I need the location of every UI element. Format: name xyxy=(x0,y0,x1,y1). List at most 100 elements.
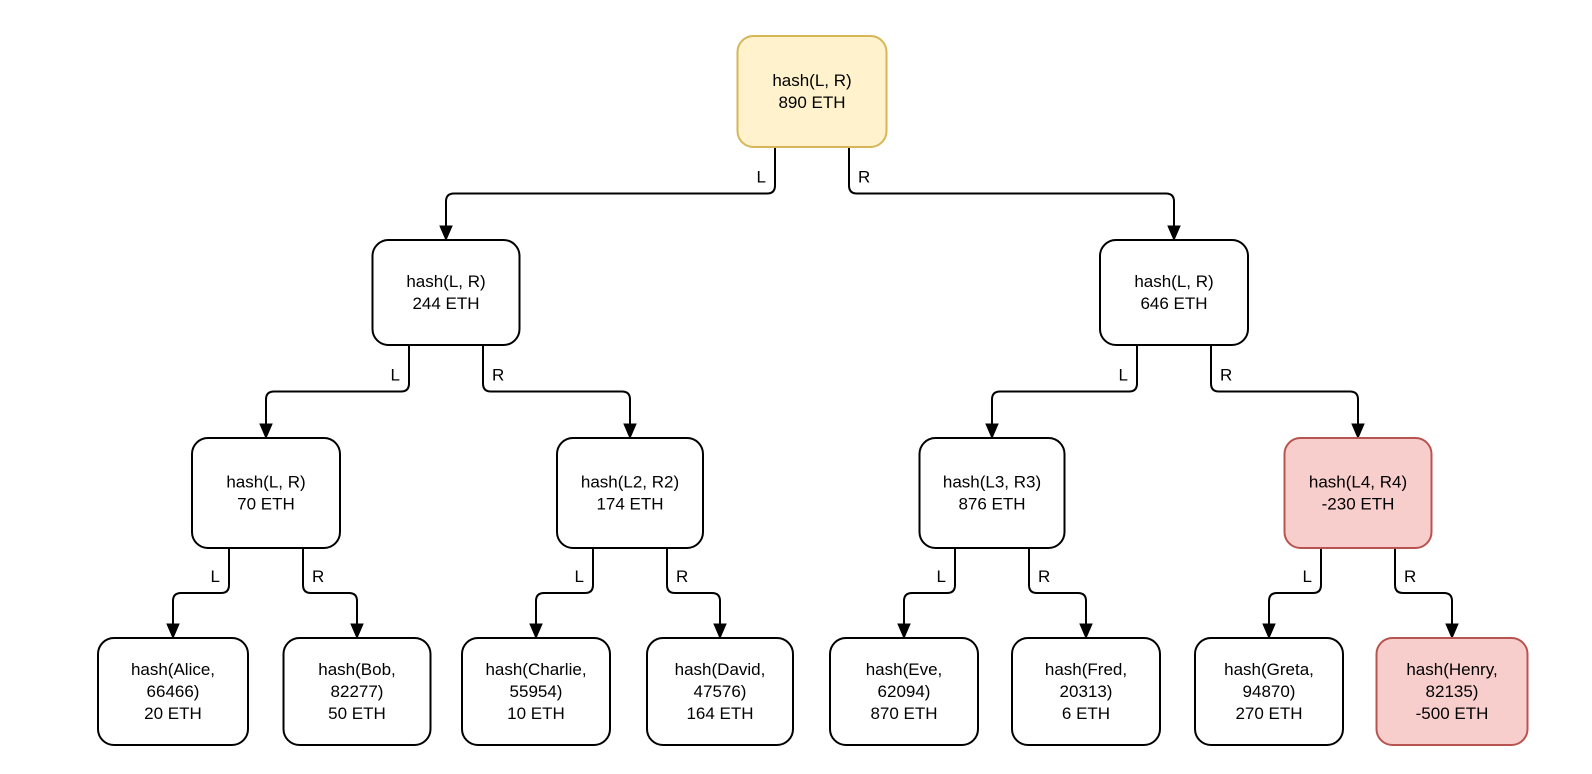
edge-arrow-icon xyxy=(1079,623,1093,640)
edge-label: R xyxy=(492,366,504,385)
tree-edge: L xyxy=(985,345,1138,440)
edge-connector xyxy=(265,345,410,424)
node-label-line: 890 ETH xyxy=(778,93,845,112)
node-label-line: -500 ETH xyxy=(1416,704,1489,723)
node-label-line: 50 ETH xyxy=(328,704,386,723)
edge-label: L xyxy=(575,567,584,586)
tree-node-leaf-fred: hash(Fred, 20313) 6 ETH xyxy=(1011,637,1161,746)
node-label-line: 47576) xyxy=(694,682,747,701)
tree-node-leaf-charlie: hash(Charlie,55954)10 ETH xyxy=(461,637,611,746)
tree-node-leaf-alice: hash(Alice, 66466) 20 ETH xyxy=(97,637,249,746)
node-box xyxy=(1194,637,1344,746)
node-box xyxy=(282,637,432,746)
node-label-line: 646 ETH xyxy=(1140,294,1207,313)
tree-edge: L xyxy=(529,548,594,640)
tree-node-n-rl: hash(L3, R3)876 ETH xyxy=(918,437,1066,549)
node-label-line: hash(Greta, xyxy=(1224,660,1314,679)
edge-label: L xyxy=(391,366,400,385)
tree-node-n-r: hash(L, R) 646 ETH xyxy=(1099,239,1249,346)
node-label-line: 82277) xyxy=(331,682,384,701)
node-box xyxy=(646,637,794,746)
node-box xyxy=(918,437,1066,549)
edge-arrow-icon xyxy=(713,623,727,640)
edge-label: L xyxy=(1303,567,1312,586)
tree-edge: R xyxy=(1394,548,1459,640)
node-box xyxy=(1011,637,1161,746)
node-label: hash(L3, R3)876 ETH xyxy=(943,473,1041,514)
edge-label: L xyxy=(211,567,220,586)
tree-node-n-lr: hash(L2, R2)174 ETH xyxy=(556,437,704,549)
edge-arrow-icon xyxy=(529,623,543,640)
node-box xyxy=(829,637,979,746)
edge-label: R xyxy=(1404,567,1416,586)
tree-edge: R xyxy=(848,147,1181,242)
edge-connector xyxy=(482,345,631,424)
edge-connector xyxy=(445,147,776,226)
node-label-line: 20 ETH xyxy=(144,704,202,723)
node-box xyxy=(556,437,704,549)
edge-label: L xyxy=(937,567,946,586)
edge-arrow-icon xyxy=(623,423,637,440)
edge-arrow-icon xyxy=(166,623,180,640)
edge-label: R xyxy=(676,567,688,586)
tree-node-leaf-eve: hash(Eve,62094)870 ETH xyxy=(829,637,979,746)
node-box xyxy=(1099,239,1249,346)
node-box xyxy=(97,637,249,746)
node-label-line: hash(L4, R4) xyxy=(1309,473,1407,492)
node-label-line: 20313) xyxy=(1060,682,1113,701)
edge-connector xyxy=(1394,548,1453,624)
node-label: hash(L, R)244 ETH xyxy=(406,272,485,313)
tree-edge: L xyxy=(259,345,410,440)
edge-arrow-icon xyxy=(985,423,999,440)
tree-node-n-l: hash(L, R)244 ETH xyxy=(371,239,521,346)
edge-connector xyxy=(1028,548,1087,624)
edge-arrow-icon xyxy=(1445,623,1459,640)
node-label: hash(L, R)890 ETH xyxy=(772,71,851,112)
node-label-line: 6 ETH xyxy=(1062,704,1110,723)
node-label: hash(Henry,82135)-500 ETH xyxy=(1406,660,1497,723)
tree-edge: L xyxy=(166,548,230,640)
tree-edge: R xyxy=(482,345,637,440)
node-label: hash(L, R)70 ETH xyxy=(226,473,305,514)
edge-arrow-icon xyxy=(897,623,911,640)
node-label-line: hash(Eve, xyxy=(866,660,943,679)
edge-connector xyxy=(1210,345,1359,424)
node-label-line: -230 ETH xyxy=(1322,495,1395,514)
node-label: hash(David,47576)164 ETH xyxy=(675,660,766,723)
node-label: hash(Bob,82277)50 ETH xyxy=(318,660,396,723)
edge-arrow-icon xyxy=(439,225,453,242)
tree-edge: R xyxy=(302,548,364,640)
node-label: hash(Greta,94870)270 ETH xyxy=(1224,660,1314,723)
tree-node-root: hash(L, R)890 ETH xyxy=(736,35,888,148)
node-box xyxy=(371,239,521,346)
node-label: hash(L2, R2)174 ETH xyxy=(581,473,679,514)
tree-node-leaf-bob: hash(Bob,82277)50 ETH xyxy=(282,637,432,746)
tree-edge: R xyxy=(1028,548,1093,640)
node-label-line: hash(L, R) xyxy=(1134,272,1213,291)
edge-arrow-icon xyxy=(1351,423,1365,440)
node-label-line: hash(L, R) xyxy=(406,272,485,291)
edge-connector xyxy=(1268,548,1322,624)
edge-label: R xyxy=(1220,366,1232,385)
node-label-line: hash(Alice, xyxy=(131,660,215,679)
node-label-line: 66466) xyxy=(147,682,200,701)
tree-edge: R xyxy=(666,548,727,640)
node-label-line: 10 ETH xyxy=(507,704,565,723)
tree-edge: L xyxy=(439,147,776,242)
node-label-line: 82135) xyxy=(1426,682,1479,701)
edge-arrow-icon xyxy=(1167,225,1181,242)
node-label: hash(Eve,62094)870 ETH xyxy=(866,660,943,723)
tree-edge: R xyxy=(1210,345,1365,440)
edge-arrow-icon xyxy=(1262,623,1276,640)
tree-edge: L xyxy=(897,548,956,640)
edge-arrow-icon xyxy=(259,423,273,440)
node-label-line: hash(Fred, xyxy=(1045,660,1127,679)
node-label-line: 164 ETH xyxy=(686,704,753,723)
edge-connector xyxy=(991,345,1138,424)
edge-connector xyxy=(848,147,1175,226)
edge-connector xyxy=(903,548,956,624)
tree-node-leaf-henry: hash(Henry,82135)-500 ETH xyxy=(1375,637,1529,746)
node-box xyxy=(461,637,611,746)
edge-arrow-icon xyxy=(350,623,364,640)
edge-label: R xyxy=(1038,567,1050,586)
